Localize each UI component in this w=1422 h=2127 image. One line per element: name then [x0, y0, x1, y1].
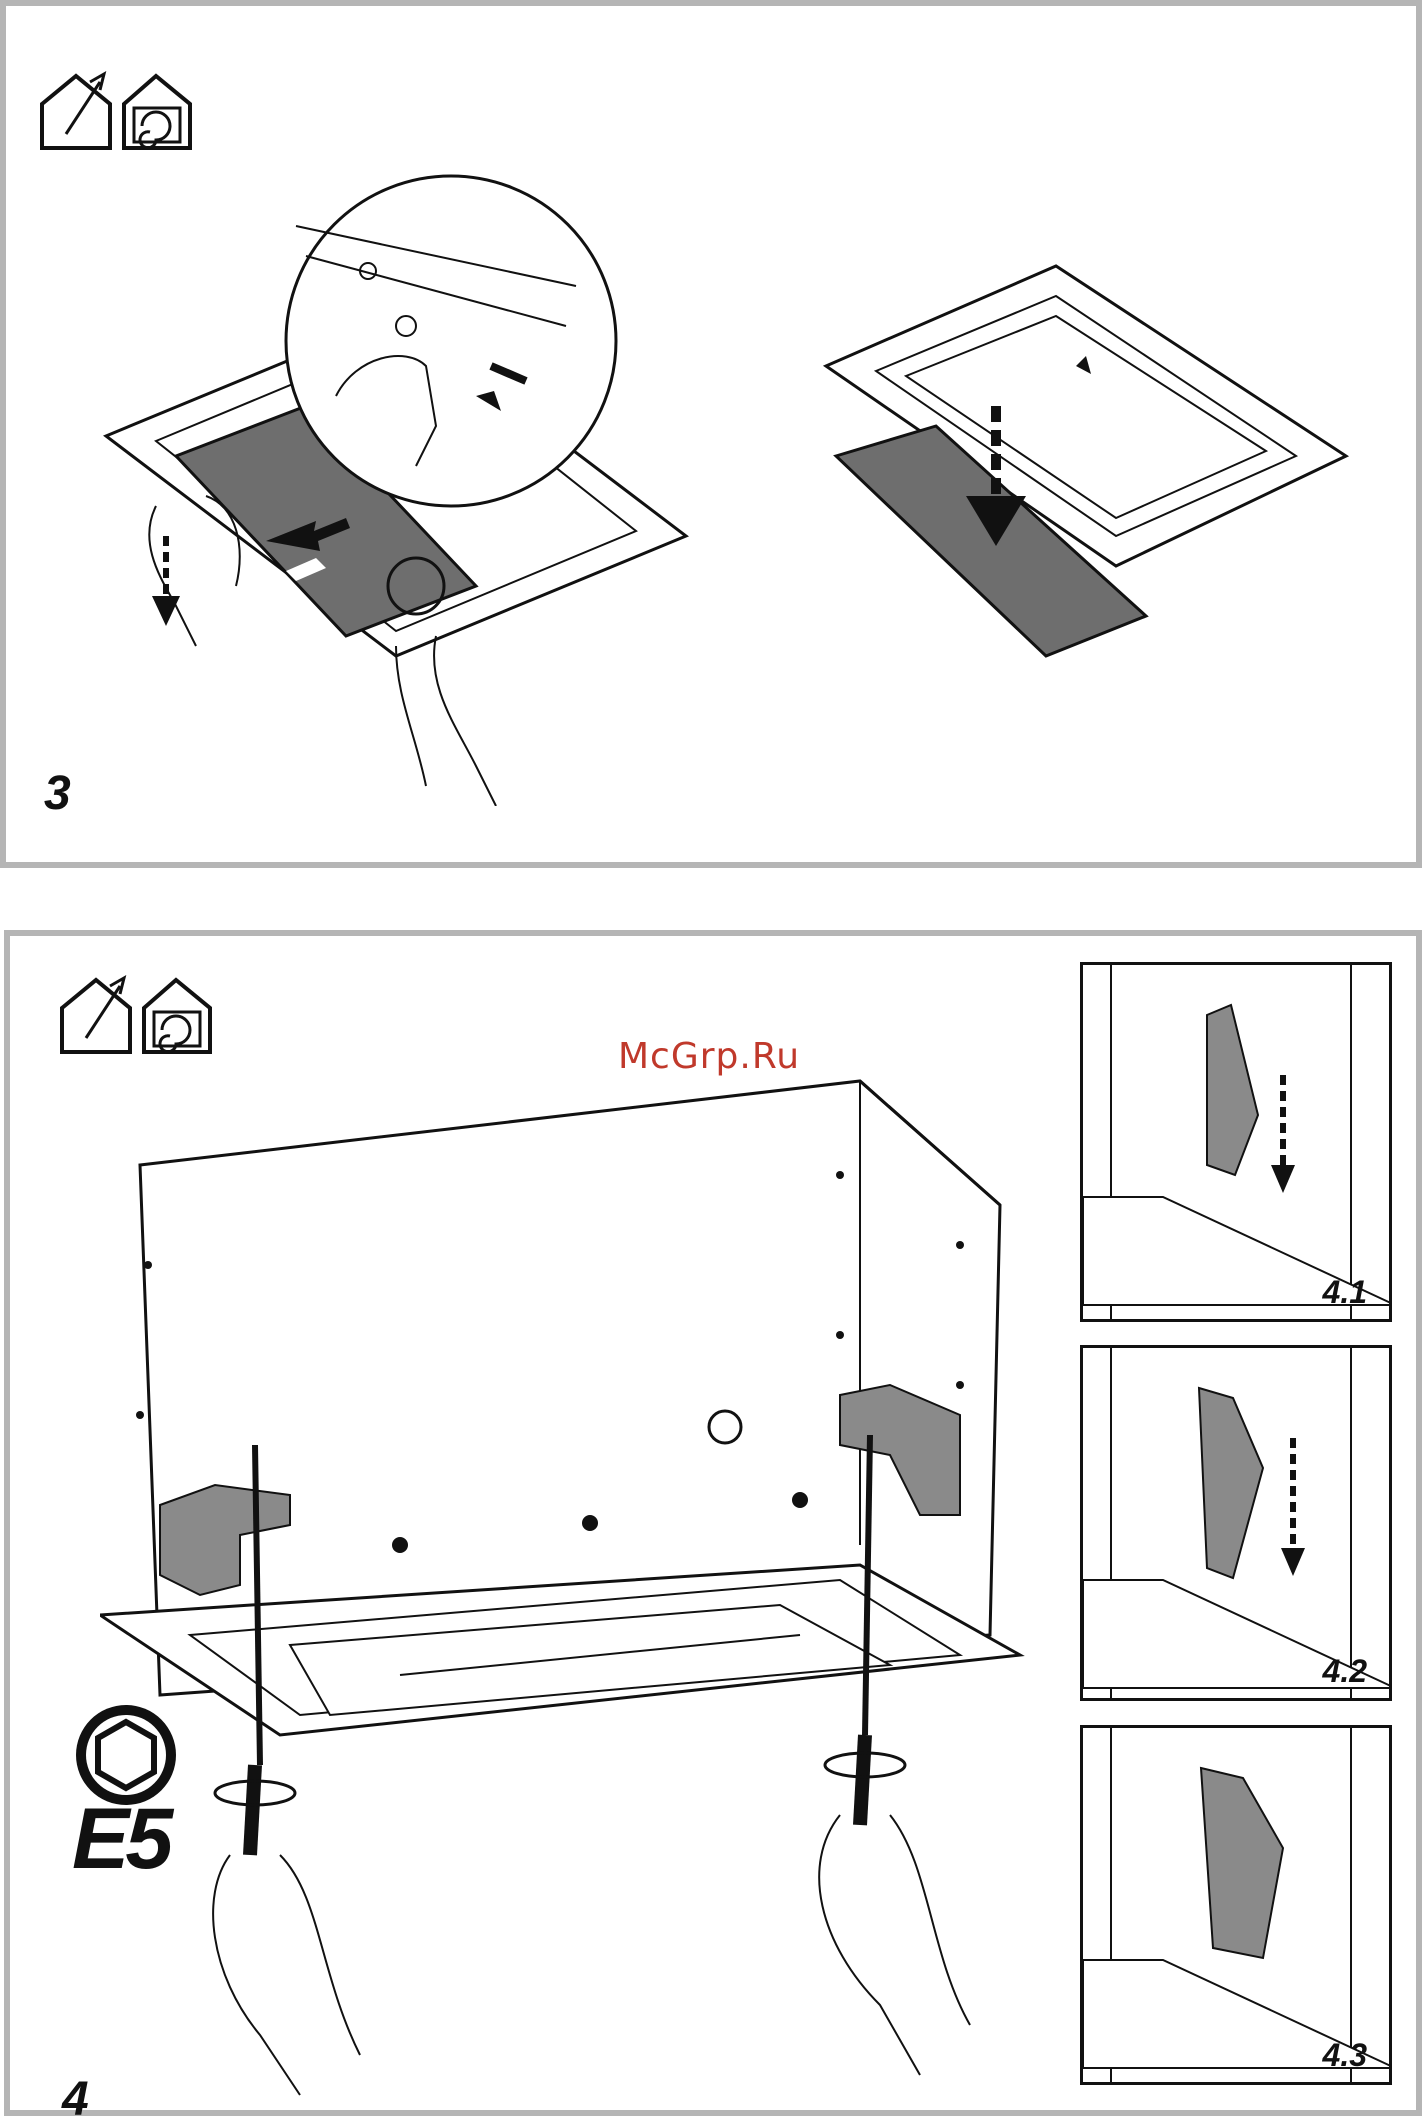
filter-removed-illustration — [816, 256, 1356, 706]
substep-label: 4.3 — [1323, 2037, 1367, 2074]
mode-icons — [38, 64, 198, 159]
recirculating-house-icon — [144, 980, 210, 1052]
recirculating-house-icon — [124, 76, 190, 148]
step-number: 3 — [44, 766, 71, 821]
filter-release-illustration — [96, 166, 696, 806]
substep-label: 4.1 — [1323, 1274, 1367, 1311]
ducted-house-icon — [58, 968, 218, 1058]
watermark: McGrp.Ru — [618, 1036, 800, 1077]
hood-unmount-illustration — [100, 1075, 1040, 2105]
arrow-down-icon — [1281, 1548, 1305, 1576]
tool-size-label: E5 — [72, 1790, 169, 1889]
hand-right — [819, 1815, 920, 2075]
mode-icons — [58, 968, 218, 1063]
hand-right — [434, 636, 496, 806]
step-3-panel: 3 — [0, 0, 1422, 868]
arrow-down-icon — [1271, 1165, 1295, 1193]
zoom-detail — [286, 176, 616, 506]
hand-left — [213, 1855, 300, 2095]
arrow-down-icon — [152, 596, 180, 626]
ducted-house-icon — [38, 64, 198, 154]
substep-4-1: 4.1 — [1080, 962, 1392, 1322]
substep-4-2: 4.2 — [1080, 1345, 1392, 1701]
step-number: 4 — [62, 2072, 89, 2127]
substep-label: 4.2 — [1323, 1653, 1367, 1690]
substep-4-3: 4.3 — [1080, 1725, 1392, 2085]
hand-left — [149, 506, 196, 646]
